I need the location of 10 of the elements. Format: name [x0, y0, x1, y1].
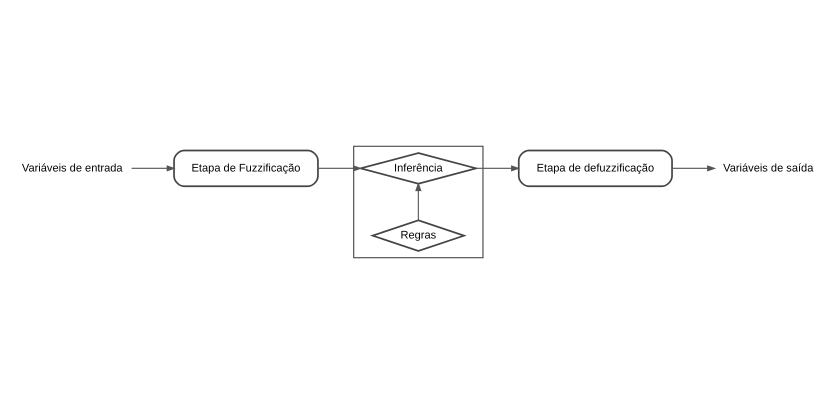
node-text: Variáveis de saída [723, 162, 814, 174]
arrow [415, 182, 422, 220]
arrow [672, 164, 716, 172]
arrow [476, 164, 520, 172]
arrow [132, 164, 176, 172]
node-diamond: Regras [370, 218, 467, 252]
node-box: Etapa de defuzzificação [518, 149, 673, 187]
arrow [318, 164, 362, 172]
node-text: Variáveis de entrada [22, 162, 123, 174]
node-box: Etapa de Fuzzificação [173, 149, 319, 187]
